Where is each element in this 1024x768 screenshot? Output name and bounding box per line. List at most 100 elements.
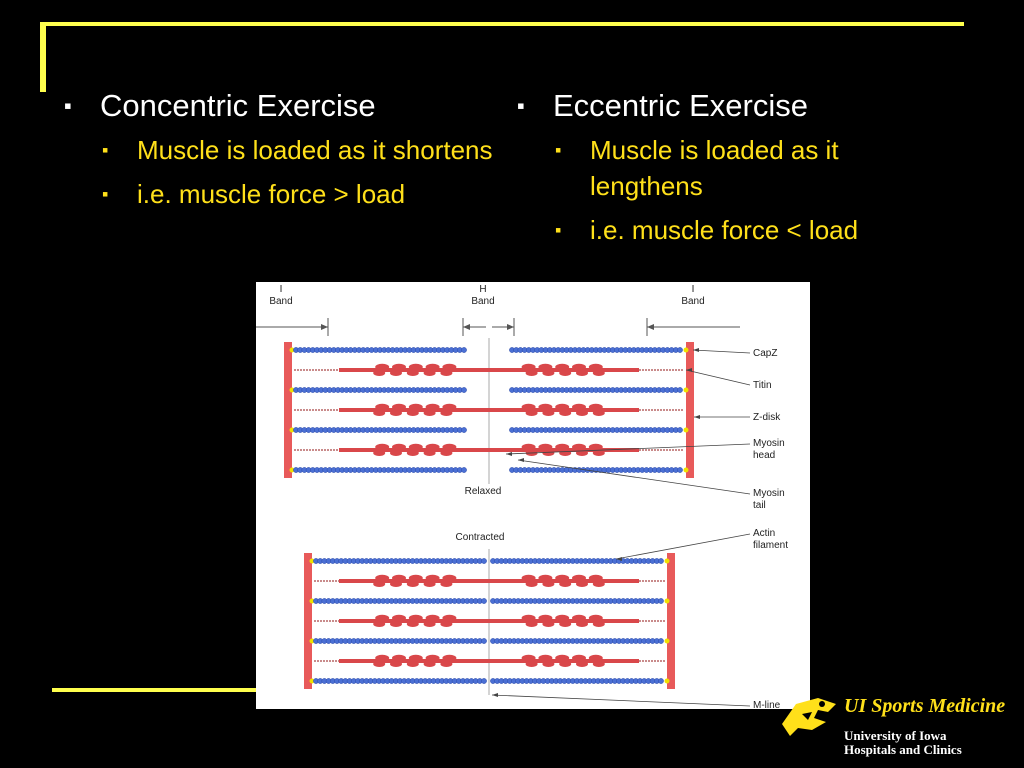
myosin-head	[408, 574, 423, 582]
actin-bead	[481, 638, 487, 644]
myosin-head	[390, 370, 402, 376]
myosin-head	[440, 410, 453, 416]
actin-filament-left	[293, 347, 467, 353]
myosin-tail	[339, 659, 639, 663]
bullet-square-icon: ▪	[517, 93, 525, 118]
myosin-head	[588, 654, 603, 662]
myosin-head	[542, 450, 555, 456]
callout-arrowhead	[686, 368, 692, 372]
callout-leader-line	[491, 694, 751, 707]
myosin-head	[373, 621, 386, 627]
myosin-head	[542, 370, 555, 376]
myosin-head	[406, 581, 419, 587]
logo-title: UI Sports Medicine	[844, 695, 1006, 717]
capz-marker	[289, 467, 295, 473]
actin-bead	[677, 427, 683, 433]
actin-filament-right	[509, 347, 683, 353]
myosin-head	[392, 363, 406, 371]
myosin-head	[592, 370, 605, 376]
callout-arrowhead	[616, 557, 622, 561]
myosin-head	[555, 363, 570, 371]
myosin-head	[576, 621, 588, 627]
myosin-head	[440, 450, 453, 456]
myosin-head	[592, 661, 605, 667]
myosin-head	[390, 621, 402, 627]
capz-marker	[309, 678, 315, 684]
myosin-head	[440, 621, 453, 627]
myosin-head	[576, 450, 588, 456]
myosin-head	[592, 450, 605, 456]
actin-filament-right	[490, 598, 664, 604]
actin-filament-right	[490, 678, 664, 684]
logo-line-1: University of Iowa	[844, 728, 947, 743]
myosin-head	[440, 581, 453, 587]
myosin-head	[559, 661, 572, 667]
myosin-head	[408, 403, 423, 411]
i-band-left-arrow	[256, 324, 328, 330]
myosin-filament	[339, 614, 639, 627]
myosin-head	[442, 443, 457, 451]
capz-marker	[289, 427, 295, 433]
myosin-head	[375, 443, 390, 451]
actin-filament-right	[509, 467, 683, 473]
eccentric-bullet-2: ▪i.e. muscle force < load	[515, 212, 955, 248]
myosin-head	[572, 363, 586, 371]
actin-bead	[658, 558, 664, 564]
myosin-tail	[339, 619, 639, 623]
myosin-head	[423, 581, 436, 587]
bullet-square-icon: ▪	[102, 140, 109, 160]
callout-leader-line	[685, 369, 751, 386]
myosin-head	[425, 443, 440, 451]
myosin-head	[525, 410, 538, 416]
callout-label-6: M-line	[753, 700, 781, 709]
myosin-head	[572, 614, 586, 622]
arrowhead	[647, 324, 654, 330]
myosin-filament	[339, 403, 639, 416]
myosin-head	[408, 363, 423, 371]
myosin-tail	[339, 368, 639, 372]
actin-filament-left	[293, 427, 467, 433]
actin-bead	[658, 598, 664, 604]
myosin-head	[392, 654, 406, 662]
myosin-head	[538, 614, 553, 622]
myosin-head	[373, 410, 386, 416]
z-disk-left	[304, 553, 312, 689]
actin-bead	[461, 347, 467, 353]
myosin-filament	[339, 574, 639, 587]
actin-bead	[677, 387, 683, 393]
myosin-head	[390, 581, 402, 587]
actin-bead	[461, 387, 467, 393]
myosin-head	[375, 403, 390, 411]
myosin-head	[425, 614, 440, 622]
myosin-head	[440, 370, 453, 376]
myosin-head	[592, 410, 605, 416]
myosin-head	[425, 403, 440, 411]
myosin-head	[538, 574, 553, 582]
actin-filament-left	[313, 638, 487, 644]
h-band-arrow-left	[463, 324, 486, 330]
myosin-head	[442, 403, 457, 411]
capz-marker	[309, 598, 315, 604]
myosin-head	[423, 450, 436, 456]
i-band-right-arrow	[647, 324, 740, 330]
actin-bead	[481, 558, 487, 564]
myosin-head	[592, 621, 605, 627]
myosin-head	[559, 621, 572, 627]
myosin-head	[588, 443, 603, 451]
actin-bead	[658, 678, 664, 684]
myosin-head	[521, 363, 536, 371]
bullet-square-icon: ▪	[102, 184, 109, 204]
myosin-head	[392, 574, 406, 582]
myosin-filament	[339, 443, 639, 456]
myosin-head	[390, 410, 402, 416]
myosin-head	[390, 661, 402, 667]
myosin-head	[588, 574, 603, 582]
concentric-bullet-2: ▪i.e. muscle force > load	[62, 176, 502, 212]
callout-leader-line	[615, 533, 751, 560]
callout-leader-line	[692, 349, 751, 354]
callout-arrowhead	[518, 458, 524, 462]
myosin-head	[521, 574, 536, 582]
